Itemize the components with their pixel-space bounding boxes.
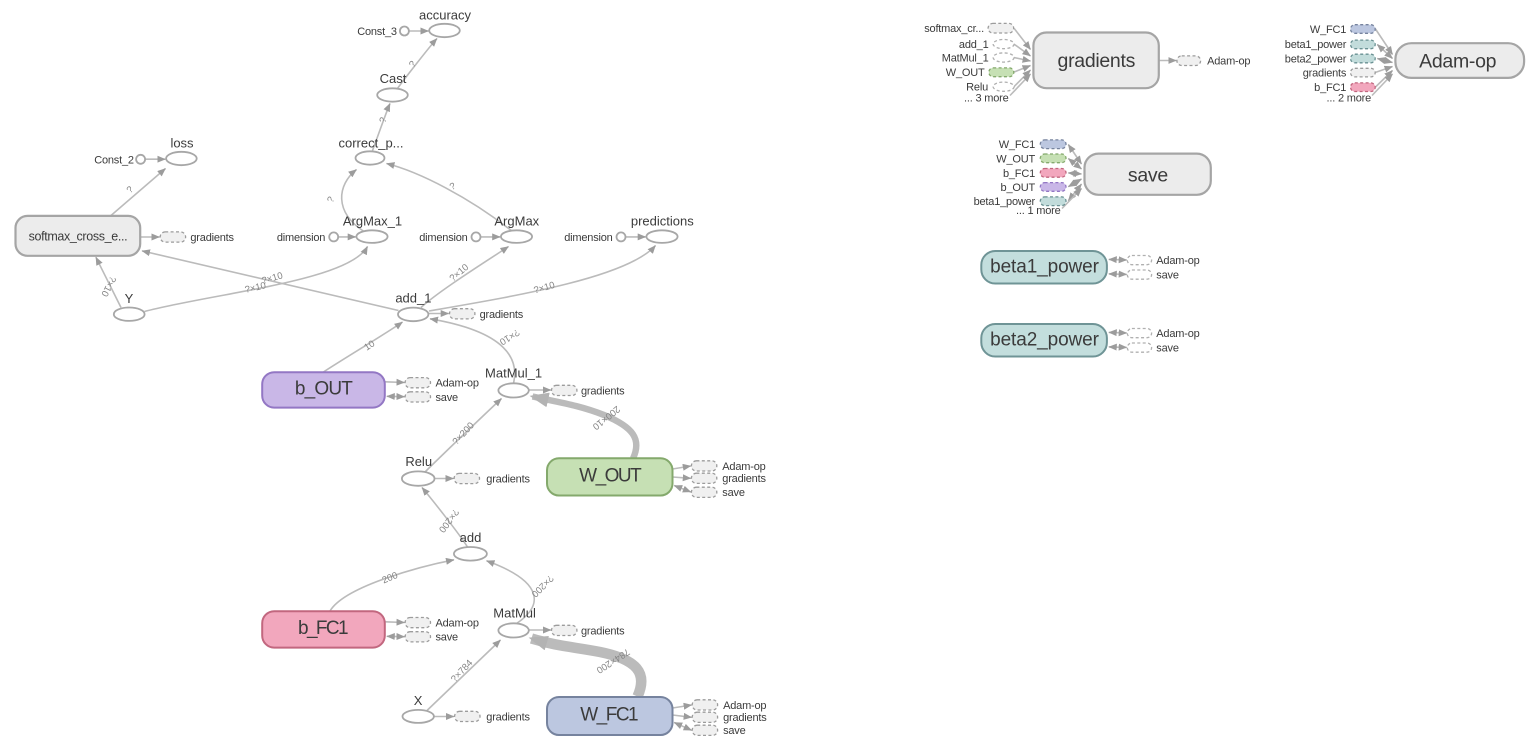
svg-text:beta1_power: beta1_power: [1285, 39, 1347, 51]
svg-text:b_FC1: b_FC1: [1003, 168, 1035, 180]
svg-text:Y: Y: [125, 291, 134, 306]
svg-text:?×10: ?×10: [497, 326, 521, 347]
svg-text:b_FC1: b_FC1: [1314, 82, 1346, 94]
svg-text:W_OUT: W_OUT: [579, 465, 642, 486]
svg-text:?: ?: [125, 184, 136, 196]
svg-text:?×784: ?×784: [449, 658, 475, 685]
svg-text:?: ?: [325, 195, 337, 205]
svg-text:Adam-op: Adam-op: [1419, 50, 1496, 72]
svg-text:200: 200: [381, 570, 400, 586]
svg-text:dimension: dimension: [564, 232, 612, 244]
svg-text:?×200: ?×200: [451, 420, 477, 447]
svg-text:Relu: Relu: [405, 454, 432, 469]
svg-text:Adam-op: Adam-op: [1156, 328, 1199, 340]
svg-text:Const_3: Const_3: [357, 26, 397, 38]
svg-text:MatMul_1: MatMul_1: [485, 366, 542, 381]
svg-text:Adam-op: Adam-op: [436, 378, 479, 390]
svg-text:200×10: 200×10: [590, 403, 622, 432]
svg-text:gradients: gradients: [581, 625, 625, 637]
svg-text:gradients: gradients: [486, 711, 530, 723]
svg-text:softmax_cr...: softmax_cr...: [924, 23, 984, 35]
svg-text:X: X: [414, 693, 423, 708]
svg-text:save: save: [1128, 164, 1168, 186]
svg-text:?: ?: [378, 116, 390, 124]
svg-text:b_FC1: b_FC1: [298, 618, 348, 639]
svg-text:?: ?: [407, 59, 419, 70]
svg-text:?×10: ?×10: [244, 280, 267, 296]
svg-text:Relu: Relu: [966, 82, 988, 94]
svg-text:save: save: [1156, 343, 1179, 355]
svg-text:W_OUT: W_OUT: [996, 153, 1035, 165]
svg-text:gradients: gradients: [1058, 50, 1136, 72]
svg-text:gradients: gradients: [581, 385, 625, 397]
svg-text:... 1 more: ... 1 more: [1016, 205, 1061, 217]
svg-text:... 3 more: ... 3 more: [964, 93, 1009, 105]
svg-text:Adam-op: Adam-op: [723, 700, 766, 712]
svg-text:accuracy: accuracy: [419, 8, 472, 23]
svg-text:beta1_power: beta1_power: [990, 256, 1100, 277]
svg-text:gradients: gradients: [722, 473, 766, 485]
svg-text:b_OUT: b_OUT: [1001, 182, 1036, 194]
svg-text:save: save: [436, 392, 459, 404]
svg-text:save: save: [436, 632, 459, 644]
svg-text:?×10: ?×10: [533, 280, 557, 296]
svg-text:... 2 more: ... 2 more: [1327, 92, 1372, 104]
svg-text:b_OUT: b_OUT: [295, 378, 353, 399]
svg-text:?: ?: [448, 181, 458, 193]
svg-text:gradients: gradients: [486, 474, 530, 486]
svg-text:loss: loss: [170, 136, 194, 151]
svg-text:add_1: add_1: [959, 39, 989, 51]
svg-text:save: save: [723, 725, 746, 737]
svg-text:W_FC1: W_FC1: [1310, 24, 1346, 36]
svg-text:W_FC1: W_FC1: [580, 704, 638, 725]
svg-text:?×10: ?×10: [448, 262, 471, 284]
svg-text:Cast: Cast: [380, 71, 407, 86]
svg-text:beta2_power: beta2_power: [990, 329, 1100, 350]
svg-text:beta1_power: beta1_power: [974, 196, 1036, 208]
svg-text:gradients: gradients: [1303, 67, 1347, 79]
svg-text:add: add: [460, 530, 482, 545]
svg-text:Adam-op: Adam-op: [722, 461, 765, 473]
svg-text:W_OUT: W_OUT: [946, 67, 985, 79]
svg-text:ArgMax_1: ArgMax_1: [343, 214, 402, 229]
svg-text:dimension: dimension: [419, 232, 467, 244]
svg-text:MatMul: MatMul: [493, 606, 536, 621]
svg-text:beta2_power: beta2_power: [1285, 53, 1347, 65]
svg-text:10: 10: [362, 338, 377, 353]
svg-text:gradients: gradients: [480, 309, 524, 321]
svg-text:dimension: dimension: [277, 232, 325, 244]
svg-text:Adam-op: Adam-op: [1207, 56, 1250, 68]
svg-text:MatMul_1: MatMul_1: [942, 53, 989, 65]
svg-text:W_FC1: W_FC1: [999, 139, 1035, 151]
svg-text:gradients: gradients: [190, 232, 234, 244]
svg-text:save: save: [1156, 270, 1179, 282]
svg-text:Adam-op: Adam-op: [1156, 255, 1199, 267]
svg-text:add_1: add_1: [395, 291, 431, 306]
svg-text:correct_p...: correct_p...: [338, 136, 403, 151]
svg-text:softmax_cross_e...: softmax_cross_e...: [29, 230, 128, 244]
svg-text:predictions: predictions: [631, 214, 694, 229]
svg-text:ArgMax: ArgMax: [494, 214, 539, 229]
svg-text:?×200: ?×200: [529, 572, 556, 599]
svg-text:Adam-op: Adam-op: [436, 618, 479, 630]
svg-text:Const_2: Const_2: [94, 154, 134, 166]
svg-text:gradients: gradients: [723, 712, 767, 724]
svg-text:save: save: [722, 487, 745, 499]
